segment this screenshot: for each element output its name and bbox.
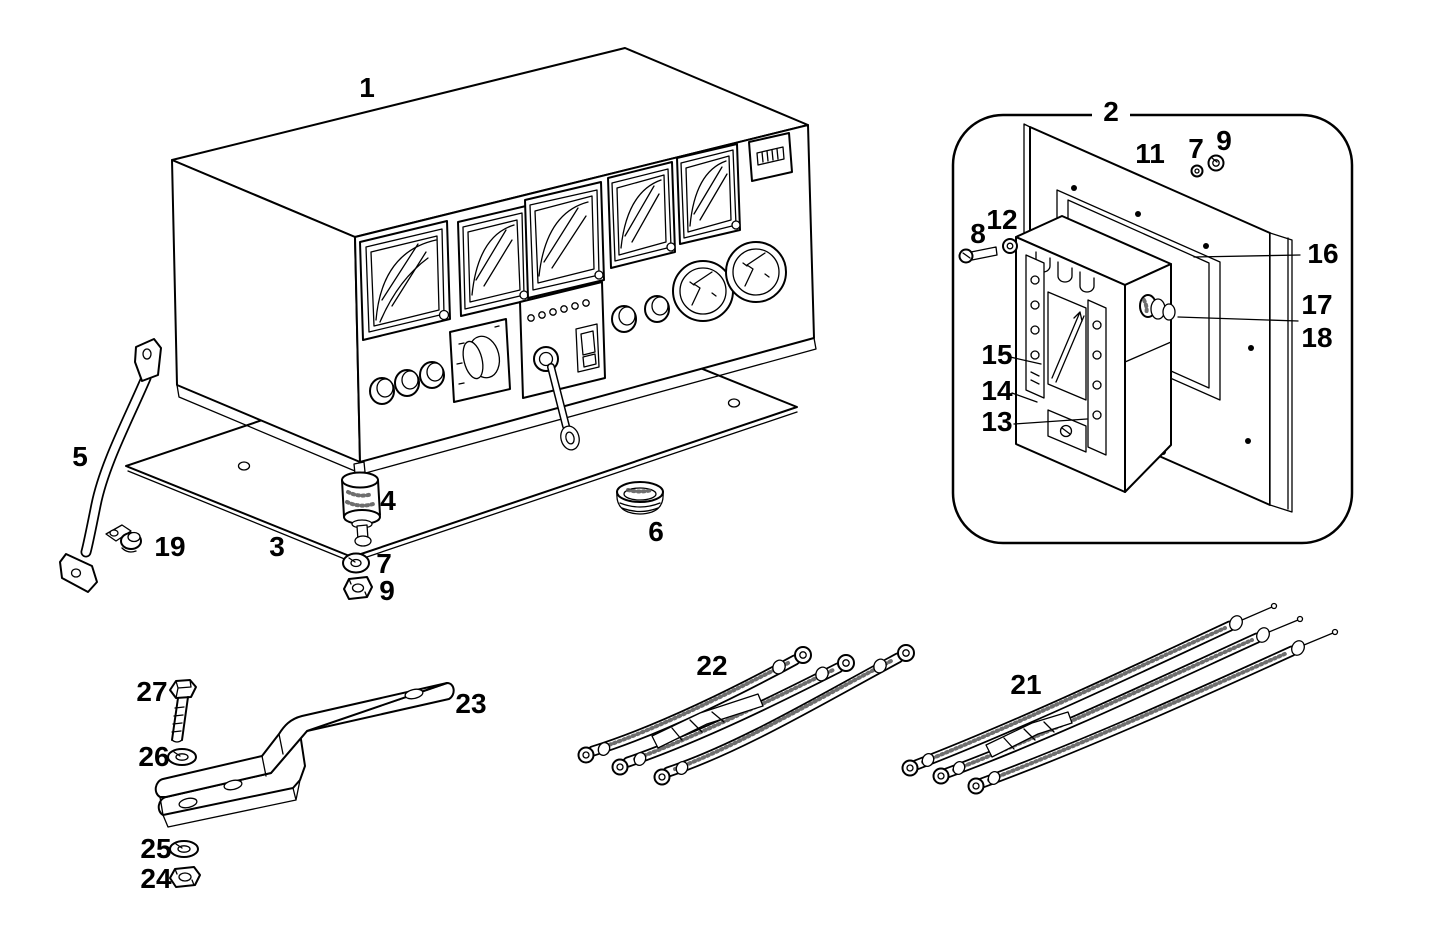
screw-8 xyxy=(958,246,998,264)
callout-7a: 7 xyxy=(376,548,392,579)
washer-12 xyxy=(1002,238,1018,254)
callout-4: 4 xyxy=(380,485,396,516)
callout-2-backing xyxy=(1092,96,1130,128)
rotary-switch xyxy=(449,318,511,403)
mounting-bracket-23 xyxy=(154,682,455,828)
panel-meter-5 xyxy=(676,143,741,245)
cable-clips xyxy=(105,524,142,553)
callout-13: 13 xyxy=(981,406,1012,437)
washer-9-detail xyxy=(1207,154,1225,172)
detail-view-2 xyxy=(951,96,1354,545)
callout-9a: 9 xyxy=(379,575,395,606)
callouts: 1 2 3 4 5 6 7 9 19 11 7 9 8 12 16 17 18 … xyxy=(72,72,1338,894)
callout-22: 22 xyxy=(696,650,727,681)
control-panel-cabinet xyxy=(171,47,817,475)
wiring-harness-21 xyxy=(901,602,1339,795)
callout-24: 24 xyxy=(140,863,172,894)
callout-5: 5 xyxy=(72,441,88,472)
toggle-switch xyxy=(575,323,600,373)
callout-9b: 9 xyxy=(1216,125,1232,156)
contactor-block xyxy=(1015,215,1172,493)
callout-1: 1 xyxy=(359,72,375,103)
callout-26: 26 xyxy=(138,741,169,772)
callout-19: 19 xyxy=(154,531,185,562)
callout-23: 23 xyxy=(455,688,486,719)
callout-2: 2 xyxy=(1103,96,1119,127)
indicator-lamps-mid xyxy=(611,295,670,333)
washer-25 xyxy=(169,840,199,858)
spring-washer-7 xyxy=(342,552,370,574)
grommet xyxy=(616,481,664,515)
callout-12: 12 xyxy=(986,204,1017,235)
round-gauge-2 xyxy=(725,241,787,303)
panel-meter-4 xyxy=(607,161,676,269)
callout-11: 11 xyxy=(1135,138,1165,169)
vibration-mount xyxy=(341,461,381,547)
callout-6: 6 xyxy=(648,516,664,547)
callout-21: 21 xyxy=(1010,669,1041,700)
callout-8: 8 xyxy=(970,218,986,249)
hour-counter-plate xyxy=(748,132,793,182)
key-switch-panel xyxy=(519,281,606,451)
leader-lines xyxy=(1009,254,1301,425)
panel-meter-3 xyxy=(524,181,605,299)
callout-14: 14 xyxy=(981,375,1013,406)
block-side-knob xyxy=(1139,294,1176,321)
wiring-harness-22 xyxy=(577,644,915,786)
callout-16: 16 xyxy=(1307,238,1338,269)
panel-meter-2 xyxy=(457,205,530,317)
hex-bolt-27 xyxy=(169,679,197,743)
callout-27: 27 xyxy=(136,676,167,707)
washer-26 xyxy=(167,748,197,766)
callout-3: 3 xyxy=(269,531,285,562)
hex-nut-24 xyxy=(169,866,201,888)
ground-strap xyxy=(59,338,162,593)
round-gauge-1 xyxy=(672,260,734,322)
callout-25: 25 xyxy=(140,833,171,864)
indicator-lamps-left xyxy=(369,361,445,405)
hex-nut-9 xyxy=(343,576,373,600)
washer-7-detail xyxy=(1190,164,1204,178)
callout-17: 17 xyxy=(1301,289,1332,320)
callout-15: 15 xyxy=(981,339,1012,370)
callout-18: 18 xyxy=(1301,322,1332,353)
key-switch xyxy=(533,346,580,451)
panel-meter-1 xyxy=(359,220,451,341)
callout-7b: 7 xyxy=(1188,133,1204,164)
